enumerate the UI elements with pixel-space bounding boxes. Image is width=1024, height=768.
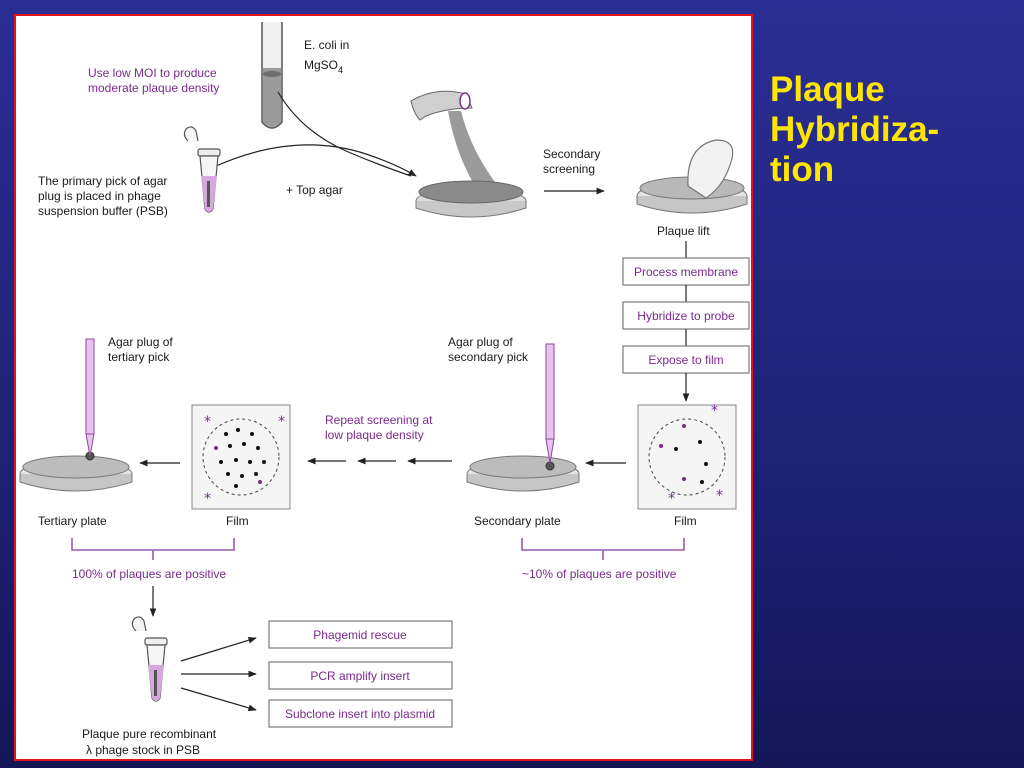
test-tube-icon [261, 22, 283, 129]
pouring-tube-icon [410, 90, 498, 191]
ecoli-label: E. coli in [304, 38, 349, 52]
secondary-screening-line2: screening [543, 162, 595, 176]
secondary-plate-label: Secondary plate [474, 514, 561, 528]
repeat-screening-line1: Repeat screening at [325, 413, 433, 427]
pipette-icon [85, 338, 95, 457]
mgso4-label: MgSO4 [304, 58, 343, 75]
stock-line1: Plaque pure recombinant [82, 727, 217, 741]
plaque-lift-plate [636, 176, 748, 214]
plaque-lift-label: Plaque lift [657, 224, 710, 238]
figure-frame: E. coli in MgSO4 Use low MOI to produce … [14, 14, 753, 761]
moi-note-line2: moderate plaque density [88, 81, 219, 95]
expose-film-label: Expose to film [648, 353, 723, 367]
pct-10-label: ~10% of plaques are positive [522, 567, 677, 581]
slide-title-line3: tion [770, 150, 835, 189]
star-mark-icon: * [204, 414, 211, 430]
star-mark-icon: * [204, 491, 211, 507]
secondary-plate [466, 455, 580, 492]
moi-note-line1: Use low MOI to produce [88, 66, 217, 80]
repeat-screening-line2: low plaque density [325, 428, 424, 442]
primary-plate [415, 180, 527, 218]
to-subclone-arrow [180, 687, 257, 712]
secondary-screening-line1: Secondary [543, 147, 600, 161]
pipette-icon [545, 343, 555, 464]
hybridize-label: Hybridize to probe [637, 309, 735, 323]
bracket-left [71, 538, 235, 551]
slide-title-line1: Plaque [770, 70, 885, 109]
to-phagemid-arrow [180, 637, 257, 662]
bracket-right [521, 538, 685, 551]
film-right-label: Film [674, 514, 697, 528]
agar-secondary-line1: Agar plug of [448, 335, 513, 349]
subclone-label: Subclone insert into plasmid [285, 707, 435, 721]
stock-line2-text: phage stock in PSB [92, 743, 200, 757]
phagemid-rescue-box [268, 620, 453, 649]
agar-tertiary-line1: Agar plug of [108, 335, 173, 349]
tertiary-plate [19, 451, 133, 492]
agar-tertiary-line2: tertiary pick [108, 350, 170, 364]
star-mark-icon: * [716, 488, 723, 504]
slide-title: Plaque Hybridiza- tion [770, 70, 1020, 190]
film-right: * * * [637, 403, 737, 510]
star-mark-icon: * [668, 491, 675, 507]
process-membrane-label: Process membrane [634, 265, 738, 279]
film-left: * * * [191, 404, 291, 510]
pcr-amplify-label: PCR amplify insert [310, 669, 410, 683]
agar-secondary-line2: secondary pick [448, 350, 529, 364]
process-membrane-box [622, 257, 750, 286]
primary-pick-line3: suspension buffer (PSB) [38, 204, 168, 218]
primary-pick-line1: The primary pick of agar [38, 174, 167, 188]
membrane-icon [687, 139, 734, 199]
hybridize-box [622, 301, 750, 330]
top-agar-label: + Top agar [286, 183, 343, 197]
psb-flow-curve [215, 144, 417, 177]
film-left-label: Film [226, 514, 249, 528]
subclone-box [268, 699, 453, 728]
expose-film-box [622, 345, 750, 374]
stock-line2: λ phage stock in PSB [86, 743, 200, 757]
slide-title-line2: Hybridiza- [770, 110, 940, 149]
primary-pick-line2: plug is placed in phage [38, 189, 161, 203]
phagemid-rescue-label: Phagemid rescue [313, 628, 407, 642]
star-mark-icon: * [278, 414, 285, 430]
eppendorf-tube-icon [131, 616, 168, 702]
diagram-canvas: E. coli in MgSO4 Use low MOI to produce … [19, 22, 750, 757]
tertiary-plate-label: Tertiary plate [38, 514, 107, 528]
mgso4-text: MgSO [304, 58, 338, 72]
lambda-symbol: λ [86, 743, 92, 757]
pct-100-label: 100% of plaques are positive [72, 567, 226, 581]
eppendorf-tube-icon [183, 126, 221, 213]
mgso4-subscript: 4 [338, 65, 343, 75]
pcr-amplify-box [268, 661, 453, 690]
star-mark-icon: * [711, 403, 718, 419]
ecoli-flow-curve [277, 91, 412, 177]
